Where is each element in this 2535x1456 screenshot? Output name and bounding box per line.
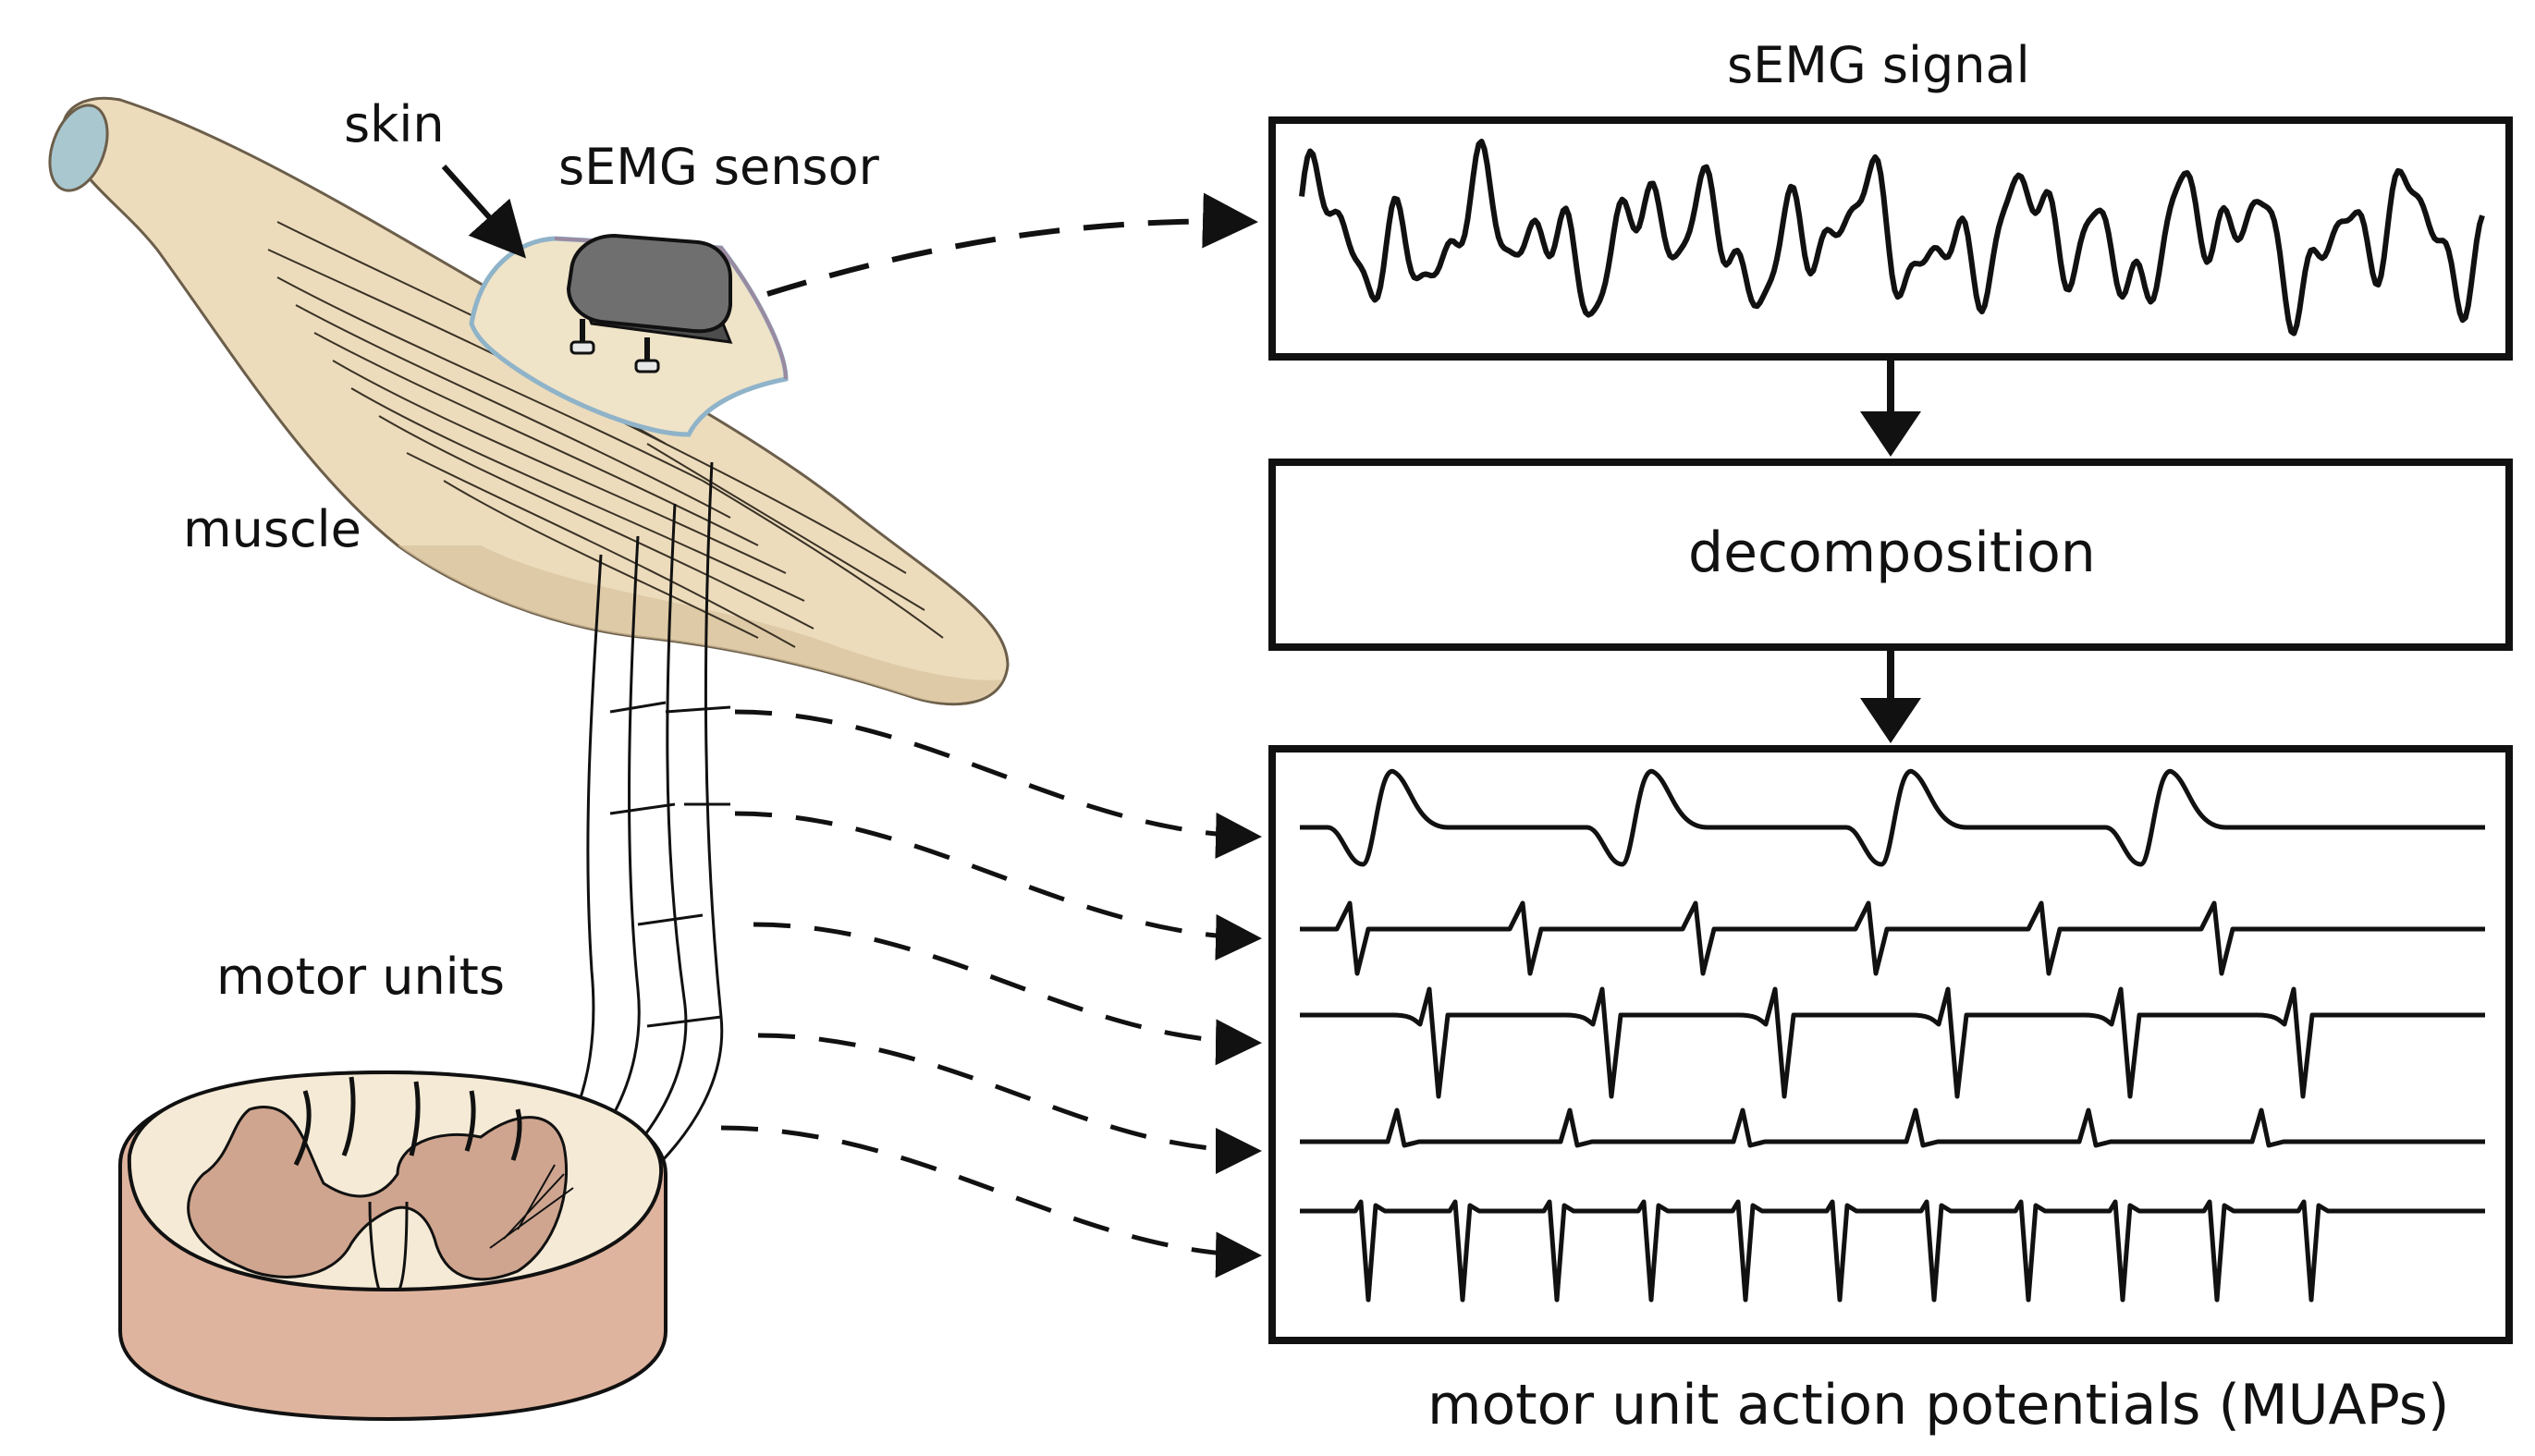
- cord-sulci: [293, 1076, 522, 1167]
- muap-trace-1: [1300, 769, 2485, 867]
- motor-unit-arrows: [720, 709, 1262, 1279]
- muscle-illustration: [48, 96, 1010, 706]
- skin-pointer-arrow: [441, 164, 527, 259]
- muscle-shading: [398, 545, 1003, 704]
- grey-matter: [187, 1106, 569, 1281]
- muap-trace-2: [1300, 900, 2485, 976]
- semg-sensor-icon: [566, 233, 733, 373]
- muap-trace-5: [1300, 1199, 2485, 1303]
- semg-waveform: [1299, 139, 2485, 336]
- sensor-to-signal-arrow: [766, 192, 1258, 297]
- muscle-fibers: [267, 221, 944, 648]
- muap-trace-4: [1300, 1107, 2485, 1148]
- spinal-cord-illustration: [118, 1070, 667, 1422]
- muap-trace-3: [1300, 986, 2485, 1099]
- flow-arrows: [1860, 361, 1921, 743]
- label-decomposition: decomposition: [1688, 520, 2096, 585]
- label-muaps: motor unit action potentials (MUAPs): [1427, 1373, 2450, 1438]
- muap-traces: [1300, 769, 2485, 1303]
- label-muscle: muscle: [183, 500, 361, 558]
- tendon-end: [48, 104, 109, 192]
- label-motor-units: motor units: [216, 948, 505, 1006]
- decomposition-box: [1268, 459, 2513, 651]
- label-skin: skin: [344, 95, 445, 153]
- label-semg-sensor: sEMG sensor: [558, 138, 879, 196]
- label-semg-signal: sEMG signal: [1727, 36, 2030, 94]
